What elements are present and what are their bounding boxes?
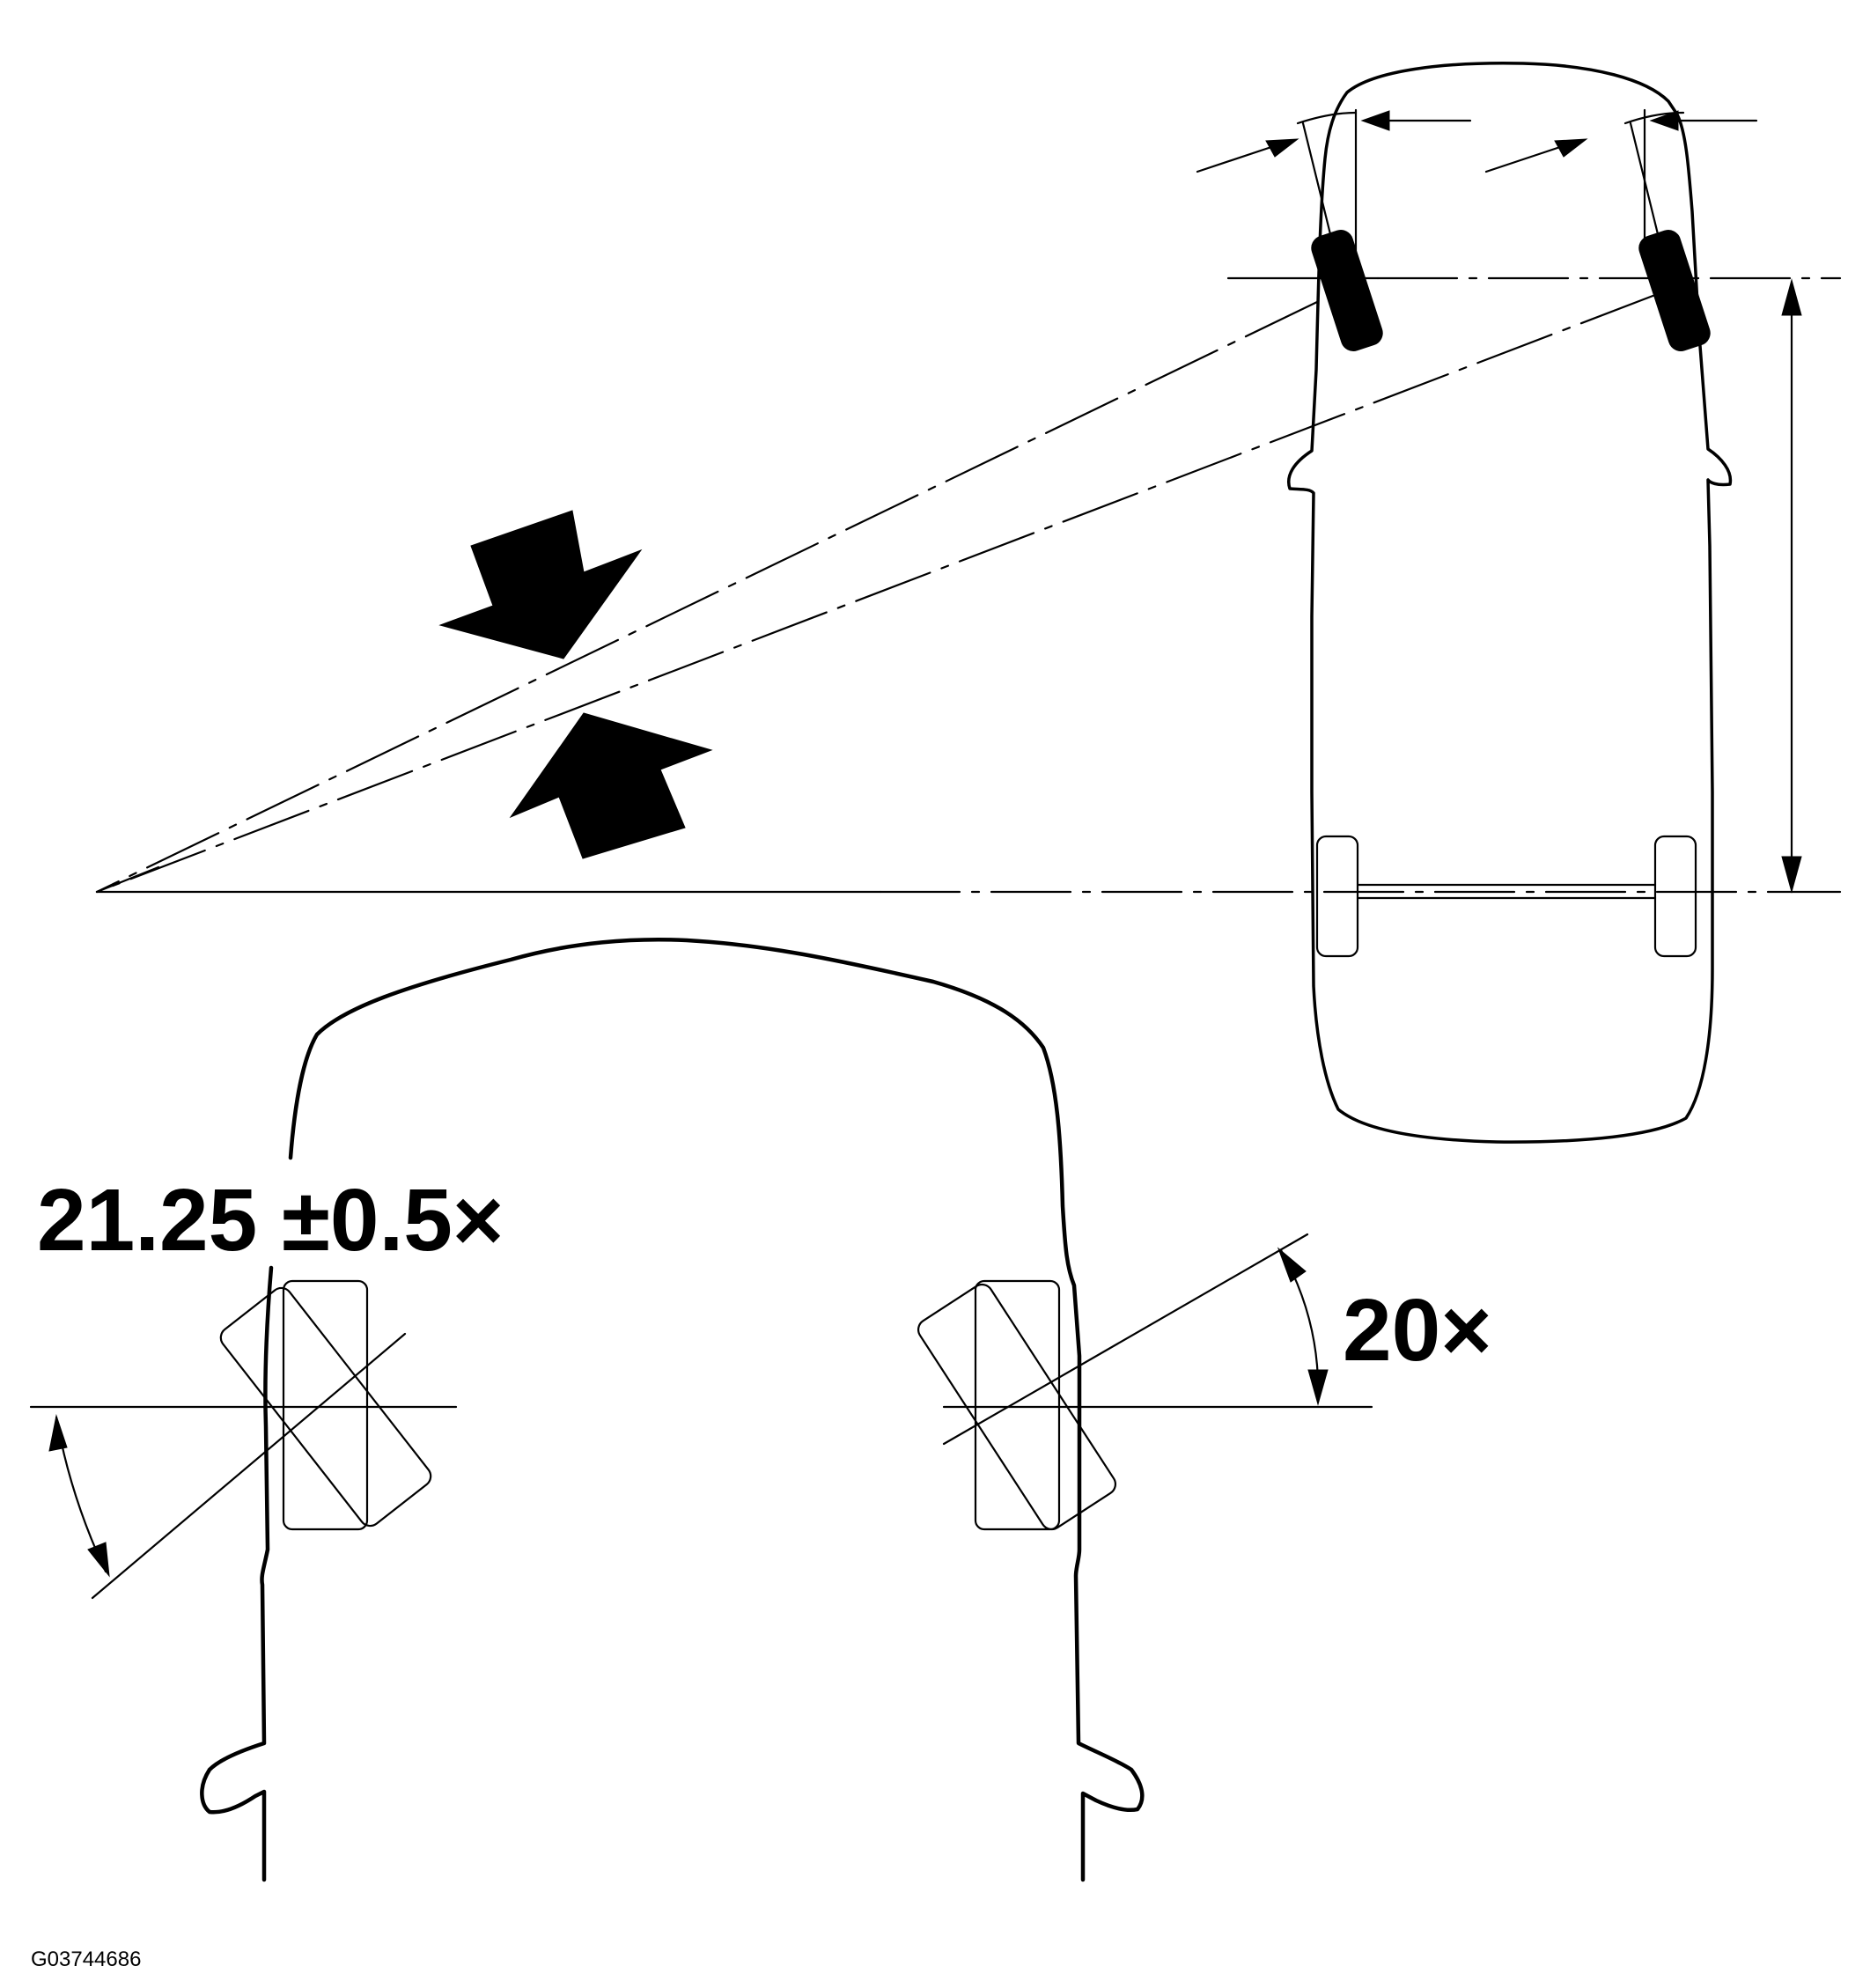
right-angle-arrow-bottom: [1307, 1369, 1329, 1406]
figure-code: G03744686: [31, 1948, 141, 1971]
right-wheel-straight: [974, 1279, 1061, 1531]
front-right-pointer-right-head: [1649, 110, 1679, 131]
front-left-pointer-left: [1196, 144, 1278, 173]
front-left-pointer-left-head: [1265, 138, 1299, 158]
right-wheel-turned: [917, 1283, 1117, 1531]
vehicle-plan-view: [1196, 62, 1842, 1144]
wheelbase-arrow-bottom: [1781, 856, 1802, 894]
rear-left-wheel: [1315, 835, 1359, 958]
front-right-pointer-left: [1484, 144, 1567, 173]
wheelbase-arrow-top: [1781, 278, 1802, 316]
right-wheel-angle-line: [942, 1233, 1309, 1446]
left-wheel-straight: [282, 1279, 369, 1531]
front-left-pointer-right-head: [1360, 110, 1390, 131]
turning-center-tick: [95, 865, 160, 894]
front-right-steer-line: [1629, 121, 1675, 297]
right-angle-arrow-top: [1277, 1247, 1307, 1283]
right-wheel-radius-line: [95, 293, 1657, 894]
front-left-steer-line: [1301, 121, 1347, 297]
outer-wheel-angle-label: 21.25 ±0.5×: [37, 1171, 504, 1270]
front-left-angle-arc: [1296, 111, 1358, 125]
convergence-arrow-upper: [438, 510, 643, 659]
closeup-body-outline: [288, 937, 1145, 1882]
left-angle-arrow-top: [48, 1414, 68, 1452]
turning-geometry: [95, 293, 1842, 894]
front-closeup-view: 21.25 ±0.5× 20×: [29, 937, 1492, 1882]
front-right-pointer-left-head: [1554, 138, 1588, 158]
left-wheel-angle-line: [91, 1332, 407, 1600]
left-angle-arrow-bottom: [87, 1542, 110, 1578]
left-wheel-turned: [219, 1286, 432, 1528]
closeup-body-outline-left: [200, 1265, 274, 1882]
convergence-arrow-lower: [509, 712, 713, 859]
front-left-wheel: [1311, 230, 1383, 351]
inner-wheel-angle-label: 20×: [1343, 1281, 1492, 1380]
rear-right-wheel: [1653, 835, 1697, 958]
left-wheel-radius-line: [95, 300, 1319, 894]
front-right-wheel: [1638, 230, 1711, 351]
